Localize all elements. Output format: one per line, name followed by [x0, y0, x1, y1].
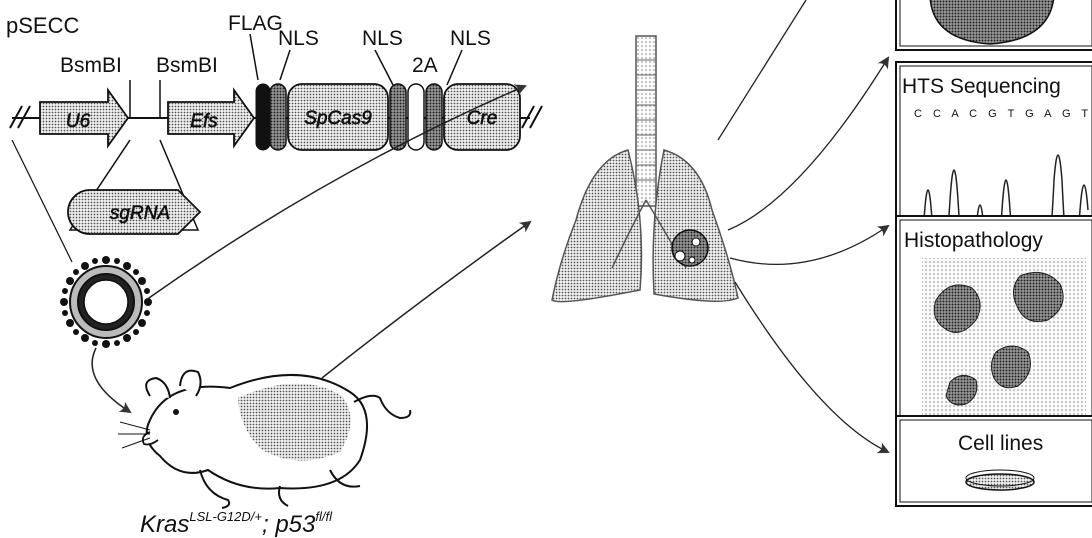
- lung-tumor: [672, 230, 708, 266]
- flag-tag-block: [256, 84, 270, 150]
- histopathology-title: Histopathology: [904, 229, 1043, 252]
- culture-dish-icon: [966, 474, 1034, 490]
- nls-block-2: [390, 84, 406, 150]
- construct-name: pSECC: [6, 13, 79, 38]
- arrow-virus-to-mouse: [92, 348, 130, 412]
- psecc-construct: pSECC BsmBI BsmBI FLAG NLS NLS 2A NLS U6…: [6, 12, 542, 262]
- cell-lines-title: Cell lines: [958, 432, 1043, 455]
- flag-tag-label: FLAG: [228, 12, 283, 35]
- nls-block-1: [270, 84, 286, 150]
- lung-illustration: [552, 36, 738, 302]
- arrow-lung-to-hts: [728, 58, 888, 230]
- nls-label-3: NLS: [450, 27, 491, 50]
- hts-base-calls: C C A C G T G A G T: [914, 108, 1092, 120]
- mouse-genotype-label: KrasLSL-G12D/+; p53fl/fl: [140, 509, 333, 538]
- arrow-mouse-to-lung: [322, 222, 530, 378]
- cre-label: Cre: [467, 108, 498, 129]
- nls-label-1: NLS: [278, 27, 319, 50]
- panel-cell-lines: Cell lines: [896, 416, 1092, 506]
- t2a-label: 2A: [412, 54, 438, 77]
- nls-label-2: NLS: [362, 27, 403, 50]
- panel-histopathology: Histopathology: [896, 216, 1092, 440]
- bsmbi-site-2-label: BsmBI: [156, 54, 218, 77]
- efs-label: Efs: [190, 111, 218, 132]
- spcas9-label: SpCas9: [304, 108, 372, 129]
- arrow-lung-to-histopathology: [730, 226, 888, 264]
- arrow-lung-to-cell-lines: [735, 282, 888, 452]
- hts-title: HTS Sequencing: [902, 75, 1061, 98]
- bsmbi-site-1-label: BsmBI: [60, 54, 122, 77]
- mouse-ear: [146, 378, 170, 398]
- packaging-line: [12, 140, 72, 262]
- sgrna-label: sgRNA: [110, 203, 170, 224]
- mouse-illustration: [118, 371, 410, 508]
- nls-block-3: [426, 84, 442, 150]
- arrow-lung-to-top-panel: [718, 0, 806, 140]
- lentivirus-icon: [60, 256, 152, 348]
- panel-imaging: [896, 0, 1092, 50]
- u6-label: U6: [66, 111, 91, 132]
